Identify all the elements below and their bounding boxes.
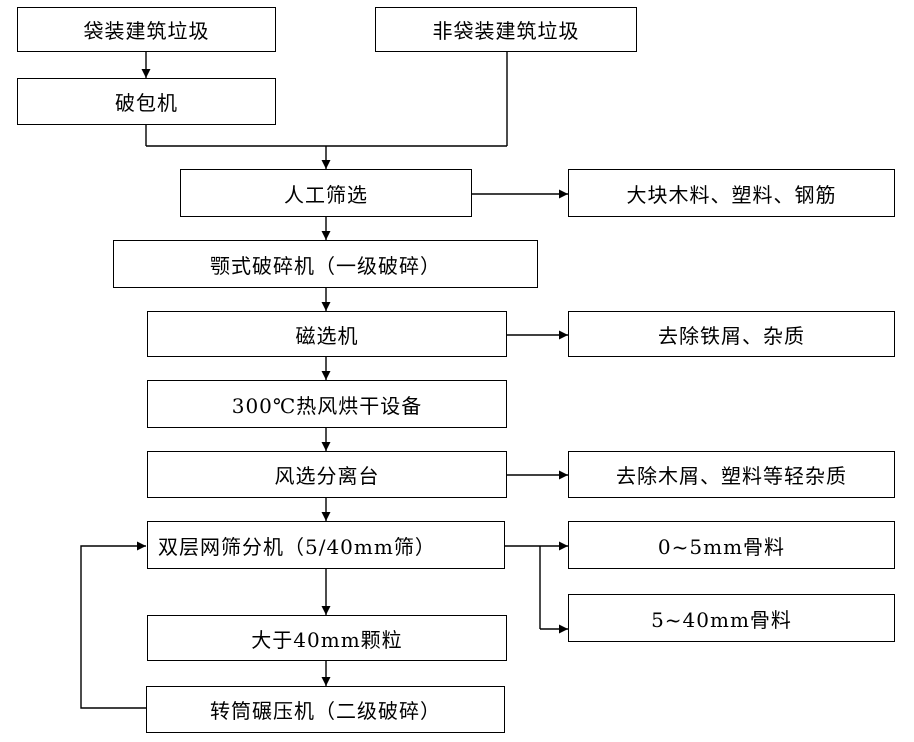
node-bag-breaker: 破包机 <box>17 78 276 125</box>
node-hot-air-dryer: 300℃热风烘干设备 <box>147 380 507 428</box>
arrow-feedback-loop <box>80 541 146 709</box>
node-aggregate-coarse: 5~40mm骨料 <box>568 594 895 642</box>
node-jaw-crusher: 颚式破碎机（一级破碎） <box>113 240 538 288</box>
node-bagged-waste: 袋装建筑垃圾 <box>17 7 276 52</box>
node-magnetic-output: 去除铁屑、杂质 <box>568 311 895 357</box>
node-aggregate-fine: 0~5mm骨料 <box>568 521 895 569</box>
node-double-screen: 双层网筛分机（5/40mm筛） <box>147 521 505 569</box>
node-manual-sorting: 人工筛选 <box>180 169 472 217</box>
node-oversize-particles: 大于40mm颗粒 <box>147 615 507 661</box>
node-roller-crusher: 转筒碾压机（二级破碎） <box>146 686 505 733</box>
node-manual-output: 大块木料、塑料、钢筋 <box>568 169 895 217</box>
node-magnetic-separator: 磁选机 <box>147 311 507 357</box>
node-unbagged-waste: 非袋装建筑垃圾 <box>375 7 637 52</box>
node-air-separator-output: 去除木屑、塑料等轻杂质 <box>568 451 895 498</box>
node-air-separator: 风选分离台 <box>147 451 507 498</box>
